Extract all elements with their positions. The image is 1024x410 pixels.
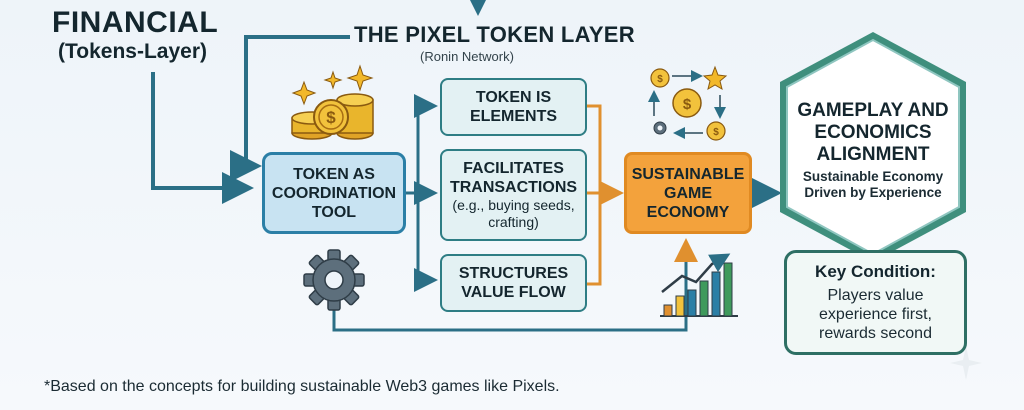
elements-line1: TOKEN IS — [476, 88, 551, 107]
transactions-line1: FACILITATES — [463, 159, 564, 178]
coordination-line3: TOOL — [312, 203, 356, 222]
structures-line2: VALUE FLOW — [461, 283, 566, 302]
economy-line3: ECONOMY — [647, 203, 730, 222]
coordination-node: TOKEN AS COORDINATION TOOL — [262, 152, 406, 234]
alignment-sub1: Sustainable Economy — [803, 169, 943, 185]
elements-node: TOKEN IS ELEMENTS — [440, 78, 587, 136]
key-condition-line1: Players value — [827, 286, 923, 305]
structures-line1: STRUCTURES — [459, 264, 568, 283]
coordination-line1: TOKEN AS — [293, 165, 375, 184]
key-condition-line2: experience first, — [819, 305, 932, 324]
layer-subtitle: (Ronin Network) — [420, 49, 514, 64]
economy-node: SUSTAINABLE GAME ECONOMY — [624, 152, 752, 234]
transactions-line2: TRANSACTIONS — [450, 178, 577, 197]
alignment-node: GAMEPLAY AND ECONOMICS ALIGNMENT Sustain… — [787, 80, 959, 220]
alignment-line1: GAMEPLAY AND — [797, 100, 948, 122]
coin-cycle-icon: $ $ $ — [651, 67, 726, 140]
structures-node: STRUCTURES VALUE FLOW — [440, 254, 587, 312]
svg-text:$: $ — [657, 74, 663, 85]
transactions-node: FACILITATES TRANSACTIONS (e.g., buying s… — [440, 149, 587, 241]
elements-line2: ELEMENTS — [470, 107, 557, 126]
coordination-line2: COORDINATION — [272, 184, 396, 203]
svg-text:$: $ — [683, 96, 692, 113]
transactions-detail2: crafting) — [488, 214, 539, 231]
economy-line1: SUSTAINABLE — [632, 165, 745, 184]
economy-line2: GAME — [664, 184, 712, 203]
svg-text:$: $ — [713, 127, 719, 138]
alignment-line2: ECONOMICS — [814, 122, 931, 144]
transactions-detail1: (e.g., buying seeds, — [452, 197, 574, 214]
key-condition-box: Key Condition: Players value experience … — [784, 250, 967, 355]
gear-icon — [304, 250, 364, 310]
page-subtitle: (Tokens-Layer) — [58, 40, 207, 64]
key-condition-title: Key Condition: — [815, 262, 936, 282]
alignment-line3: ALIGNMENT — [817, 144, 930, 166]
merge-elements — [587, 106, 600, 284]
layer-title: THE PIXEL TOKEN LAYER — [354, 22, 635, 48]
key-condition-line3: rewards second — [819, 324, 932, 343]
page-title: FINANCIAL — [52, 6, 218, 40]
svg-text:$: $ — [326, 108, 336, 127]
alignment-sub2: Driven by Experience — [804, 185, 941, 201]
growth-chart-icon — [660, 256, 738, 316]
footnote: *Based on the concepts for building sust… — [44, 378, 560, 396]
arrow-financial-to-coordination — [153, 72, 246, 188]
